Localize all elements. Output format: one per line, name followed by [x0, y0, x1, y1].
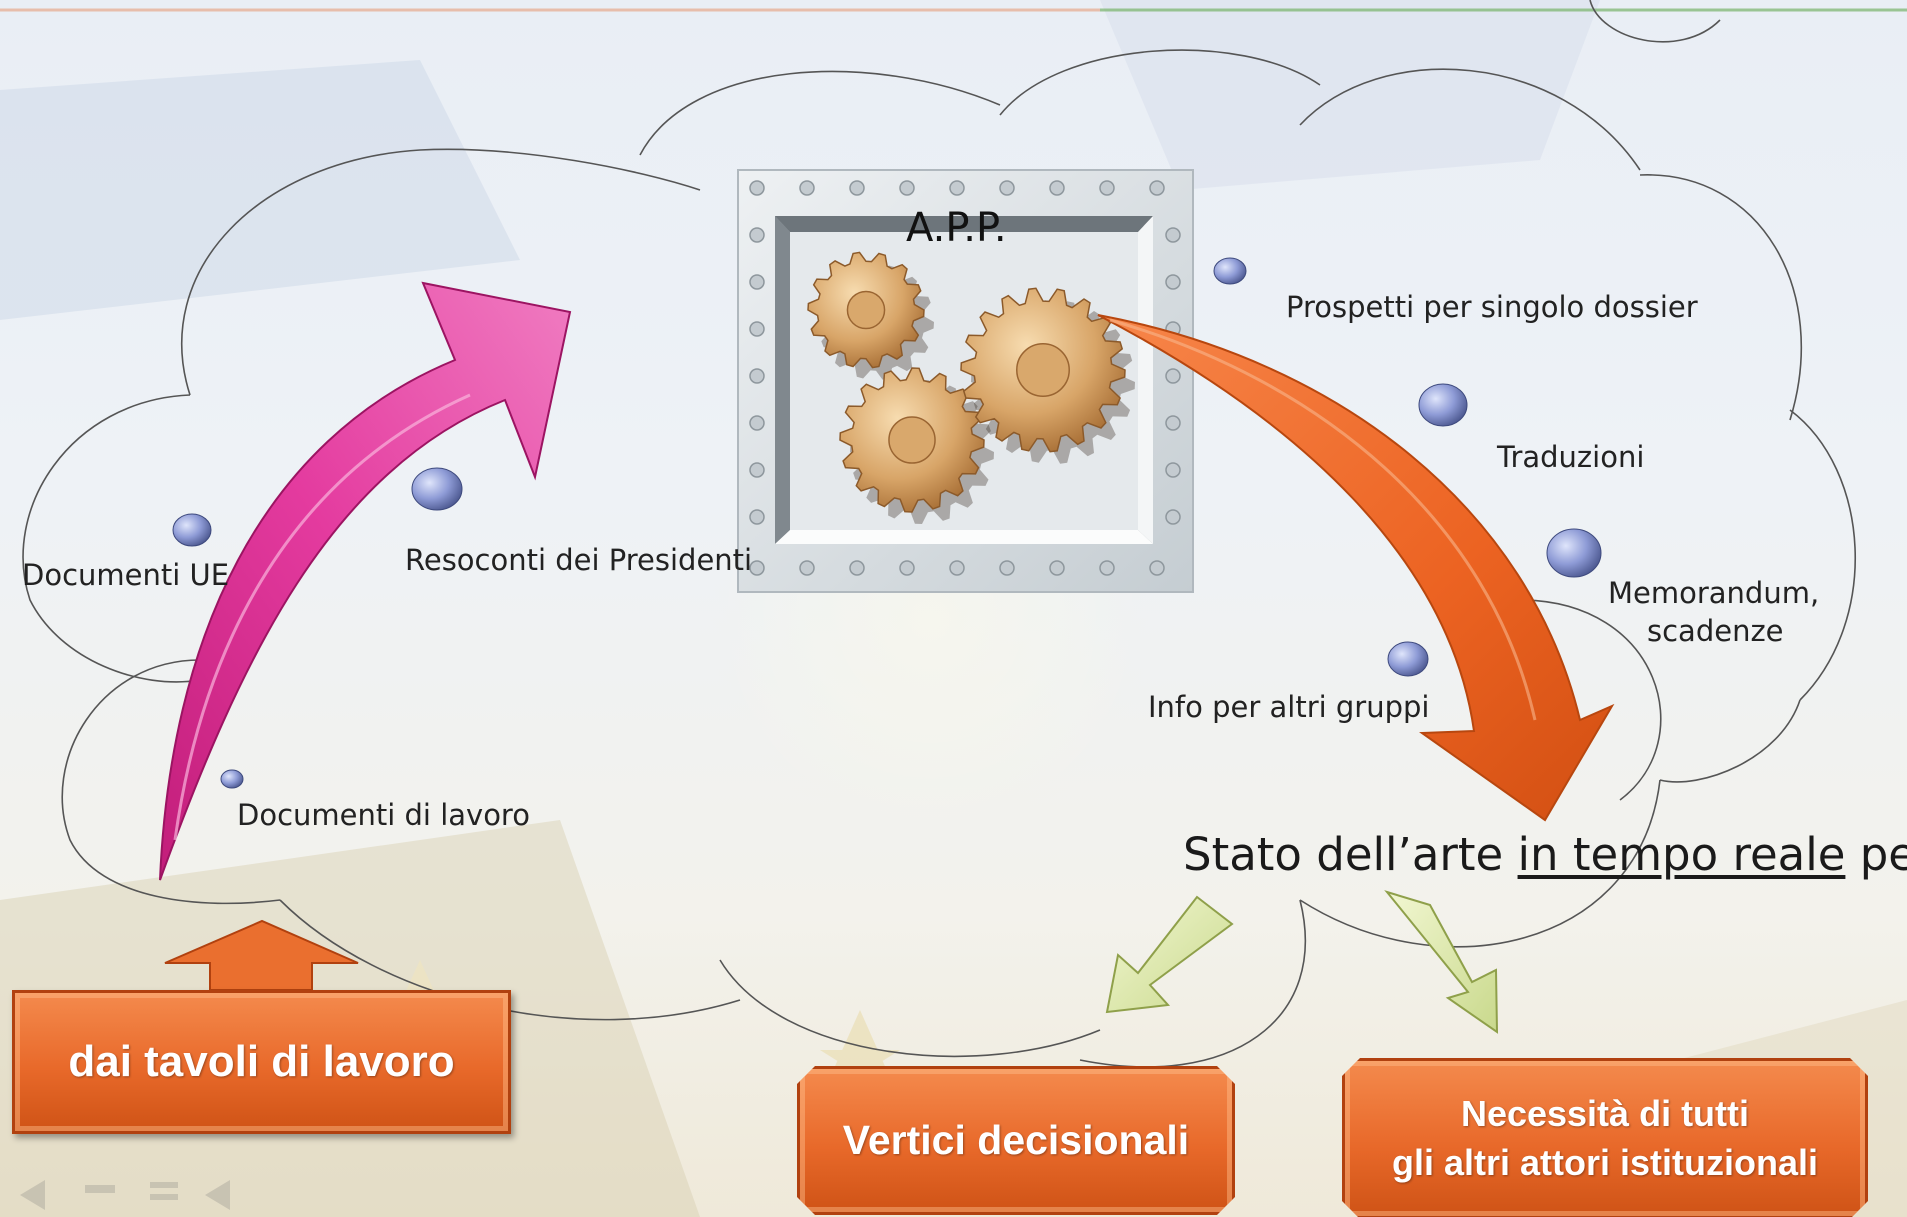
- source-up-arrow: [164, 919, 359, 991]
- rivet: [749, 321, 765, 337]
- arrow-to-vertici: [1105, 895, 1234, 1014]
- rivet: [899, 180, 915, 196]
- rivet: [749, 227, 765, 243]
- rivet: [1165, 415, 1181, 431]
- rivet: [849, 560, 865, 576]
- rivet: [1099, 560, 1115, 576]
- rivet: [1165, 368, 1181, 384]
- slide-nav-icons: [20, 1180, 230, 1210]
- rivet: [849, 180, 865, 196]
- rivet: [799, 180, 815, 196]
- rivet: [949, 560, 965, 576]
- frame-rivets: [749, 180, 1181, 576]
- gear-hub: [846, 290, 886, 330]
- rivet: [749, 415, 765, 431]
- input-label-resoconti: Resoconti dei Presidenti: [405, 543, 753, 577]
- status-suffix: per: [1859, 828, 1907, 881]
- rivet: [749, 180, 765, 196]
- app-label: A.P.P.: [906, 205, 1007, 251]
- input-label-documenti-ue: Documenti UE: [22, 558, 230, 592]
- target-box-attori-line1: Necessità di tutti: [1460, 1092, 1750, 1134]
- output-label-info-gruppi: Info per altri gruppi: [1148, 690, 1430, 724]
- output-arrow: [1097, 314, 1615, 822]
- rivet: [1099, 180, 1115, 196]
- rivet: [749, 462, 765, 478]
- rivet: [999, 560, 1015, 576]
- output-label-scadenze: scadenze: [1647, 614, 1784, 648]
- gears-icon: [807, 251, 1135, 524]
- rivet: [749, 509, 765, 525]
- rivet: [1165, 462, 1181, 478]
- source-box: dai tavoli di lavoro: [12, 990, 511, 1134]
- rivet: [999, 180, 1015, 196]
- input-label-documenti-lavoro: Documenti di lavoro: [237, 798, 530, 832]
- target-box-vertici: Vertici decisionali: [797, 1066, 1235, 1215]
- status-prefix: Stato dell’arte: [1183, 828, 1518, 881]
- rivet: [799, 560, 815, 576]
- input-arrow: [159, 281, 572, 881]
- cloud-outline: [22, 0, 1856, 1068]
- rivet: [1149, 180, 1165, 196]
- target-box-attori: Necessità di tutti gli altri attori isti…: [1342, 1058, 1868, 1217]
- arrow-to-attori: [1384, 890, 1499, 1034]
- rivet: [1165, 509, 1181, 525]
- target-box-attori-line2: gli altri attori istituzionali: [1391, 1141, 1819, 1183]
- output-label-traduzioni: Traduzioni: [1497, 440, 1645, 474]
- rivet: [1049, 560, 1065, 576]
- output-label-memorandum: Memorandum,: [1608, 576, 1820, 610]
- rivet: [749, 274, 765, 290]
- rivet: [1165, 227, 1181, 243]
- gear-hub: [1016, 343, 1070, 397]
- rivet: [1049, 180, 1065, 196]
- rivet: [1165, 274, 1181, 290]
- rivet: [1149, 560, 1165, 576]
- status-emphasis: in tempo reale: [1517, 828, 1846, 881]
- status-sentence: Stato dell’arte in tempo reale per: [1183, 828, 1907, 881]
- bullet-points: [172, 257, 1602, 789]
- rivet: [899, 560, 915, 576]
- rivet: [749, 368, 765, 384]
- rivet: [749, 560, 765, 576]
- rivet: [949, 180, 965, 196]
- gear-hub: [888, 416, 936, 464]
- output-label-prospetti: Prospetti per singolo dossier: [1286, 290, 1698, 324]
